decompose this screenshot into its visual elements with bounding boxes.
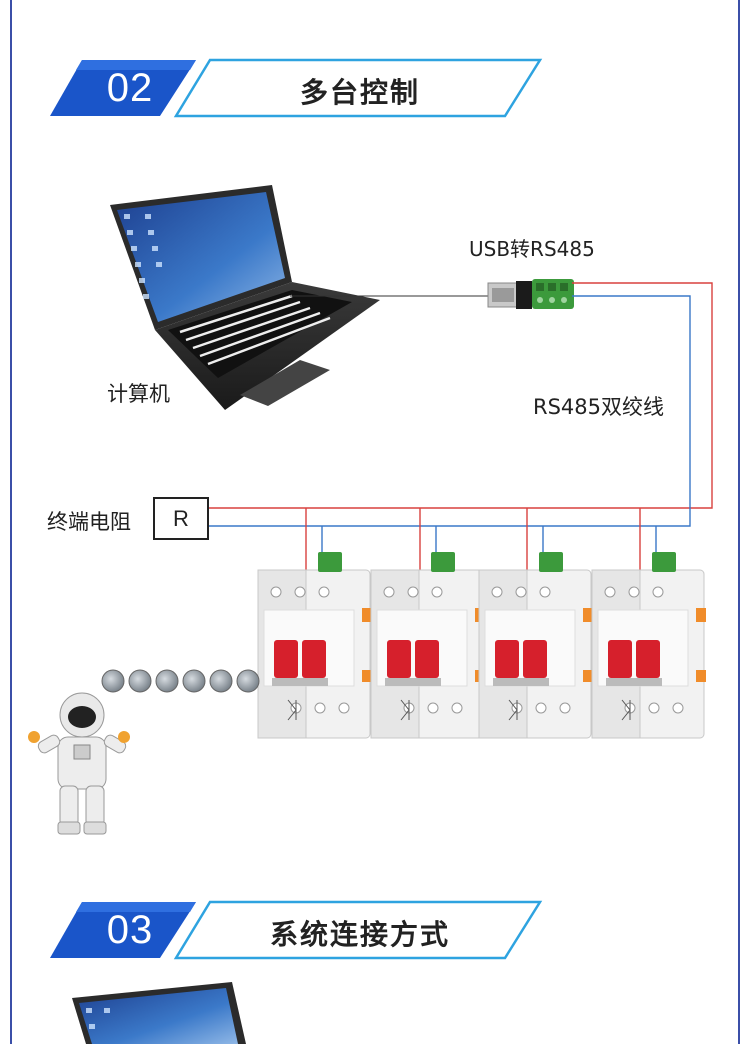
- section-banner-03: 03 系统连接方式: [0, 898, 750, 968]
- laptop-icon-bottom: [72, 982, 246, 1044]
- section-title: 系统连接方式: [269, 918, 450, 951]
- rs485-bus: [209, 282, 713, 570]
- section-title: 多台控制: [299, 76, 420, 109]
- breaker-unit-3: [478, 552, 593, 739]
- computer-label: 计算机: [107, 382, 170, 406]
- section-number: 03: [106, 908, 154, 952]
- banner-shape: [50, 900, 543, 960]
- more-units-dots: [101, 669, 260, 693]
- right-frame-line: [738, 0, 740, 1044]
- usb-converter-label: USB转RS485: [469, 237, 595, 261]
- breaker-unit-2: [370, 552, 485, 739]
- astronaut-icon: [28, 692, 130, 835]
- banner-shape: [50, 58, 543, 118]
- terminal-resistor-symbol: R: [153, 497, 209, 540]
- usb-adapter-icon: [487, 279, 574, 309]
- section-number: 02: [106, 66, 154, 110]
- twisted-pair-label: RS485双绞线: [533, 395, 665, 419]
- breaker-unit-4: [591, 552, 706, 739]
- section-banner-02: 02 多台控制: [0, 56, 750, 126]
- laptop-icon: [110, 185, 380, 410]
- left-frame-line: [10, 0, 12, 1044]
- terminal-resistor-label: 终端电阻: [47, 510, 131, 534]
- breaker-unit-1: [257, 552, 372, 739]
